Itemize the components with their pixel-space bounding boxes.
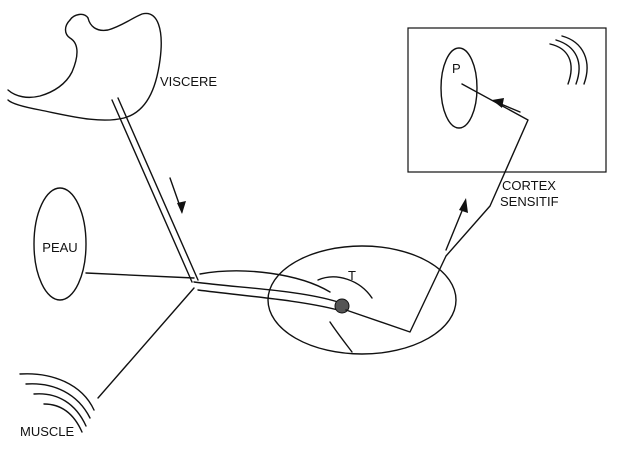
skin-nerve	[85, 272, 195, 279]
thalamic-nucleus	[334, 298, 350, 314]
convergent-tract	[193, 281, 339, 311]
flow-arrows	[169, 98, 521, 251]
muscle-nerve	[97, 287, 195, 399]
viscera-organ	[7, 12, 162, 121]
cortex-label: CORTEX	[502, 178, 556, 193]
skin-label: PEAU	[42, 240, 77, 255]
visceral-nerve	[111, 97, 199, 283]
thalamus-contour-bottom	[329, 321, 353, 353]
viscera-label: VISCERE	[160, 74, 217, 89]
muscle-arcs	[19, 373, 95, 433]
projection-ellipse	[440, 47, 478, 129]
thalamus-contour-top	[317, 276, 373, 299]
arrow-down-icon	[177, 201, 186, 214]
arrow-left-icon	[492, 98, 504, 108]
arrow-up-icon	[459, 198, 468, 213]
cortex-box	[407, 27, 607, 173]
cortex-sensitive-label: SENSITIF	[500, 194, 559, 209]
tract-branch	[199, 270, 331, 293]
cortex-arcs	[549, 35, 588, 85]
thalamus-region	[267, 245, 457, 355]
thalamocortical-projection	[345, 83, 529, 333]
projection-label: P	[452, 61, 461, 76]
skin-ellipse	[33, 187, 87, 301]
thalamus-label: T	[348, 268, 356, 283]
muscle-label: MUSCLE	[20, 424, 75, 439]
